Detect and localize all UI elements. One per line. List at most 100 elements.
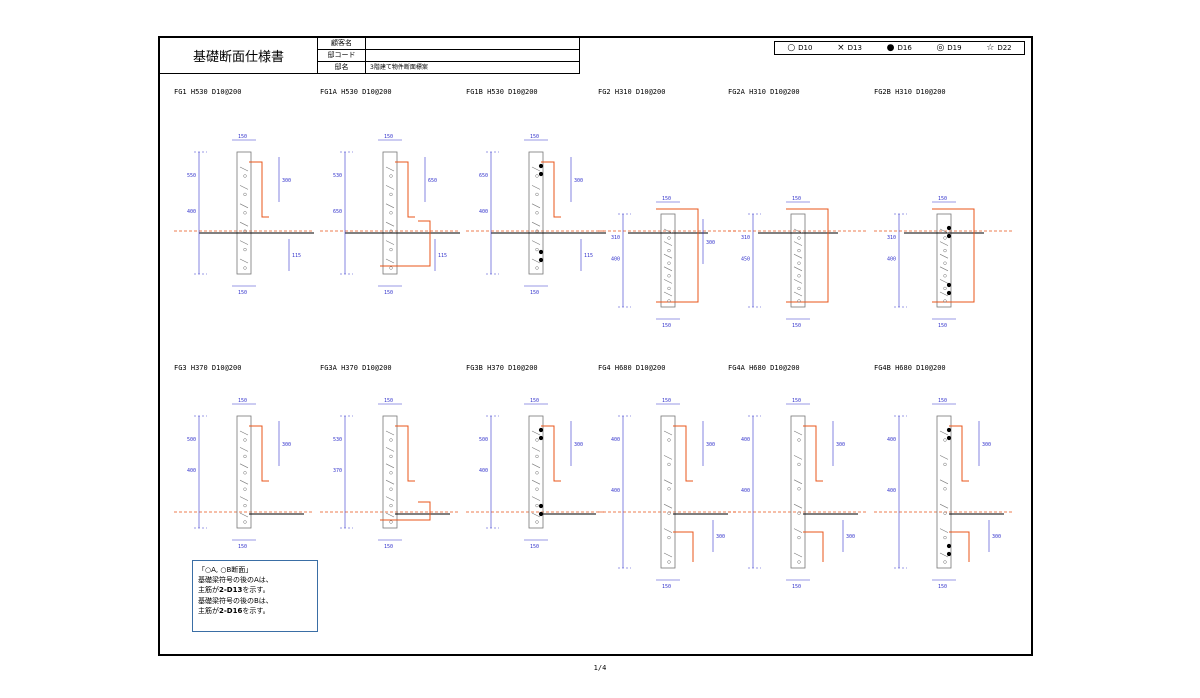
stirrup-mark	[663, 279, 673, 284]
document-title: 基礎断面仕様書	[160, 38, 318, 74]
header-label: 顧客名	[318, 38, 366, 49]
note-line: 主筋が2-D13を示す。	[198, 585, 312, 595]
dim-label: 650	[333, 209, 342, 215]
dim-label: 500	[479, 437, 488, 443]
dim-label: 400	[611, 437, 620, 443]
dim-label: 150	[792, 323, 801, 329]
dim-label: 300	[836, 442, 845, 448]
dim-label: 150	[938, 584, 947, 590]
d10-mark	[943, 286, 947, 291]
d10-mark	[243, 520, 247, 524]
d16-bar	[946, 225, 952, 231]
dim-label: 150	[384, 398, 393, 404]
stirrup-mark	[939, 479, 949, 485]
d10-mark	[943, 299, 947, 303]
note-box: 「○A, ○B断面」 基礎梁符号の後のAは、 主筋が2-D13を示す。 基礎梁符…	[192, 560, 318, 632]
dim-label: 300	[846, 534, 855, 540]
beam-outline	[660, 415, 676, 569]
dim-label: 400	[187, 468, 196, 474]
dim-label: 150	[662, 196, 671, 202]
rebar-outline	[249, 161, 269, 218]
rebar-outline	[803, 425, 823, 482]
rebar-lower	[673, 531, 694, 562]
d16-bar	[946, 282, 952, 288]
stirrup-mark	[663, 479, 673, 485]
d10-mark	[535, 454, 539, 459]
dim-label: 450	[741, 257, 750, 263]
d10-mark	[667, 535, 671, 540]
d10-mark	[389, 471, 393, 475]
stirrup-mark	[239, 512, 249, 518]
d16-bar	[538, 257, 544, 263]
d10-mark	[243, 247, 247, 252]
stirrup-mark	[531, 447, 541, 452]
dim-label: 300	[574, 178, 583, 184]
legend-label: D13	[847, 44, 862, 52]
legend-item: ☆D22	[986, 43, 1011, 53]
stirrup-mark	[385, 166, 395, 172]
dim-label: 300	[992, 534, 1001, 540]
dim-label: 400	[887, 437, 896, 443]
d10-mark	[943, 560, 947, 564]
d10-mark	[243, 192, 247, 197]
d10-mark	[389, 454, 393, 459]
d10-mark	[667, 236, 671, 240]
beam-outline	[936, 213, 952, 308]
d10-mark	[797, 560, 801, 564]
stirrup-mark	[939, 266, 949, 272]
beam-outline	[382, 415, 398, 529]
rebar-hook	[380, 501, 431, 521]
header-label: 邸コード	[318, 50, 366, 61]
d10-mark	[243, 503, 247, 508]
d10-mark	[797, 236, 801, 240]
dim-label: 150	[384, 134, 393, 140]
beam-outline	[790, 213, 806, 308]
stirrup-mark	[385, 512, 395, 518]
legend-item: ●D16	[887, 43, 912, 53]
page-number: 1/4	[593, 664, 607, 672]
stirrup-mark	[385, 221, 395, 227]
stirrup-mark	[531, 203, 541, 209]
d10-mark	[943, 236, 947, 240]
dim-label: 150	[238, 544, 247, 550]
note-title: 「○A, ○B断面」	[198, 566, 253, 574]
d10-mark	[943, 511, 947, 515]
d10-mark	[667, 462, 671, 467]
d16-bar	[538, 163, 544, 169]
header-label: 邸名	[318, 62, 366, 73]
dim-label: 150	[792, 196, 801, 202]
dim-label: 300	[982, 442, 991, 448]
note-bold: 2-D16	[219, 606, 243, 615]
d16-bar	[538, 511, 544, 517]
dim-label: 115	[438, 253, 447, 259]
d10-mark	[535, 229, 539, 233]
d10-mark	[535, 520, 539, 524]
dim-label: 150	[662, 323, 671, 329]
stirrup-mark	[663, 228, 673, 234]
d10-mark	[667, 487, 671, 491]
stirrup-mark	[239, 240, 249, 245]
stirrup-mark	[663, 266, 673, 272]
d10-mark	[243, 487, 247, 491]
dim-label: 300	[706, 442, 715, 448]
d10-mark	[535, 174, 539, 178]
dim-label: 400	[887, 488, 896, 494]
d16-bar	[946, 435, 952, 441]
stirrup-mark	[385, 185, 395, 190]
rebar-hook	[380, 220, 431, 267]
section-title: FG4B H680 D10@200	[874, 364, 946, 372]
note-text: 主筋が	[198, 606, 219, 615]
stirrup-mark	[239, 221, 249, 227]
d10-mark	[243, 266, 247, 270]
rebar-outline	[786, 208, 829, 303]
stirrup-mark	[939, 528, 949, 533]
beam-outline	[790, 415, 806, 569]
dim-label: 150	[384, 544, 393, 550]
d16-bar	[946, 551, 952, 557]
